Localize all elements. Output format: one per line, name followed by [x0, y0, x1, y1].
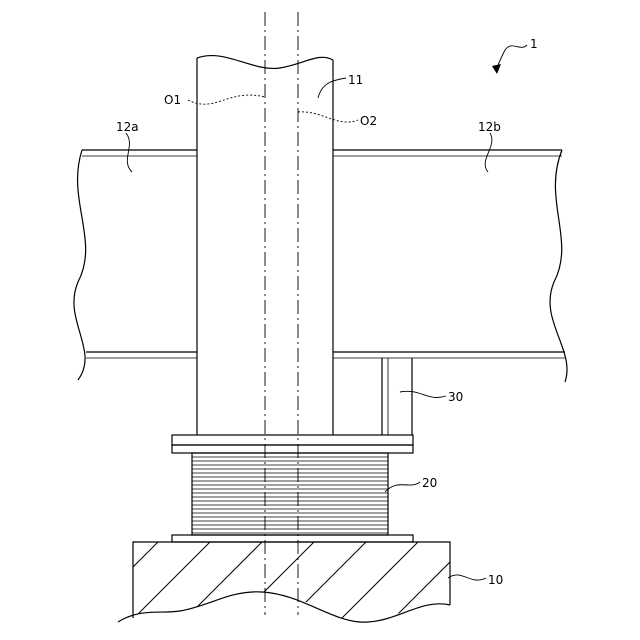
foundation-outline [133, 542, 450, 618]
upper-flange-plate [172, 435, 413, 453]
label-axis-second: O2 [360, 114, 377, 128]
label-bracket: 30 [448, 390, 463, 404]
hatch-line [320, 540, 420, 640]
label-column: 11 [348, 73, 363, 87]
hatch-line [424, 540, 524, 640]
hatch-line [268, 540, 368, 640]
isolator [192, 453, 388, 535]
beam-right-break-line [550, 150, 567, 382]
foundation-break-line [118, 592, 450, 622]
label-beam-left: 12a [116, 120, 139, 134]
label-isolator: 20 [422, 476, 437, 490]
label-beam-right: 12b [478, 120, 501, 134]
hatch-line [528, 540, 628, 640]
lower-flange-plate [172, 535, 413, 542]
hatch-line [216, 540, 316, 640]
beam-left-break-line [74, 150, 86, 380]
foundation [60, 540, 628, 640]
hatch-line [476, 540, 576, 640]
beam-left [74, 150, 197, 380]
foundation-hatching [60, 540, 628, 640]
hatch-line [372, 540, 472, 640]
label-foundation: 10 [488, 573, 503, 587]
bracket [382, 358, 412, 435]
hatch-line [60, 540, 160, 640]
hatch-line [112, 540, 212, 640]
label-assembly: 1 [530, 37, 538, 51]
beam-right [333, 150, 567, 382]
hatch-line [164, 540, 264, 640]
leader-lines [126, 45, 527, 580]
arrowhead [492, 64, 501, 74]
label-axis-first: O1 [164, 93, 181, 107]
